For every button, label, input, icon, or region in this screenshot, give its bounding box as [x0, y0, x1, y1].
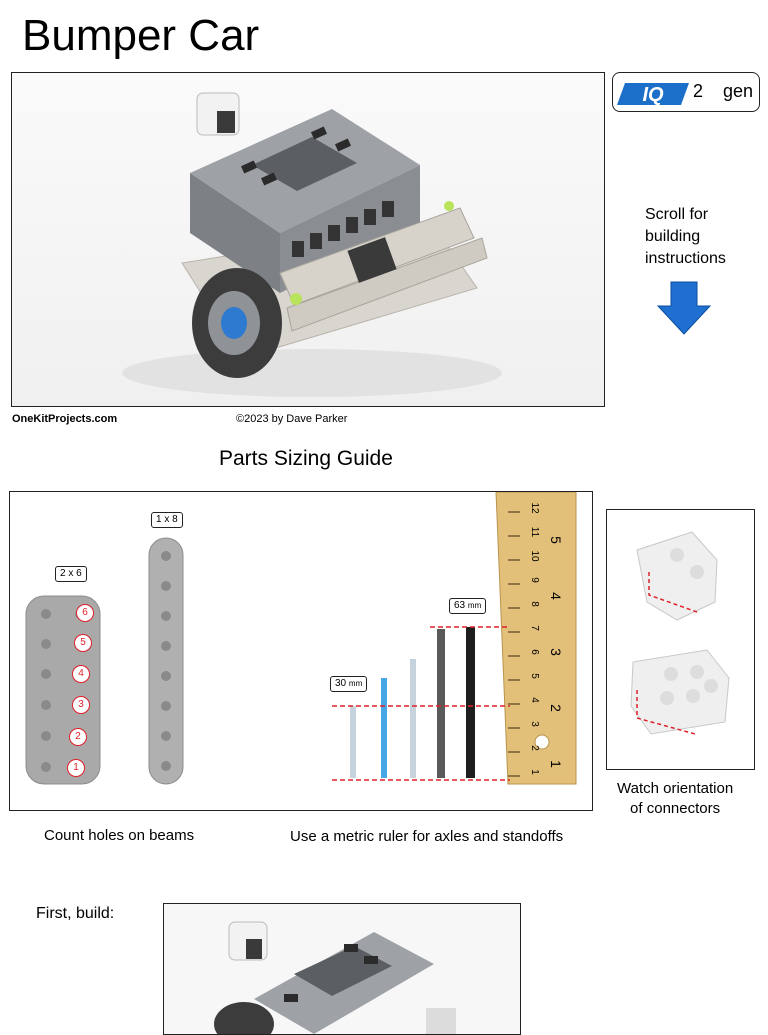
hole-number: 4 [72, 665, 90, 683]
first-build-label: First, build: [36, 905, 115, 922]
axle-63-value: 63 [454, 600, 466, 611]
axle-63-unit: mm [467, 601, 482, 610]
axle-63-tag: 63 mm [449, 598, 487, 614]
ruler-inch: 2 [548, 704, 564, 712]
ruler-caption: Use a metric ruler for axles and standof… [290, 828, 564, 845]
connectors-caption: Watch orientation of connectors [617, 779, 733, 819]
hole-number-labels: 1 [67, 759, 85, 777]
vex-iq-logo: IQ [617, 83, 689, 106]
hole-number-labels: 6 [76, 604, 94, 622]
beam-1x8-tag: 1 x 8 [151, 512, 183, 528]
ruler-number: 7 [529, 625, 540, 631]
badge-gen-label: gen [723, 81, 754, 101]
connectors-photo [606, 509, 755, 770]
ruler-inch: 3 [548, 648, 564, 656]
page-title: Bumper Car [22, 11, 260, 60]
hole-number-labels: 3 [72, 696, 90, 714]
badge-generation: 2 [693, 81, 704, 101]
scroll-hint-line: Scroll for [645, 206, 709, 223]
connectors-caption-line: Watch orientation [617, 780, 734, 797]
axle-30-value: 30 [335, 678, 347, 689]
scroll-hint-line: instructions [645, 250, 726, 267]
section-title: Parts Sizing Guide [219, 447, 393, 470]
hole-number: 2 [69, 728, 87, 746]
hole-number: 5 [74, 634, 92, 652]
hole-number-labels: 5 [74, 634, 92, 652]
robot-photo [11, 72, 605, 407]
hole-number-labels: 4 [72, 665, 90, 683]
hole-number-labels: 2 [69, 728, 87, 746]
iq-gen-badge: IQ 2 gen [612, 72, 760, 112]
beam-2x6-tag: 2 x 6 [55, 566, 87, 582]
axle-30-tag: 30 mm [330, 676, 368, 692]
ruler-number: 12 [529, 502, 540, 514]
first-build-photo [163, 903, 521, 1035]
parts-sizing-panel: 6 5 4 3 2 1 2 x 6 1 x 8 30 mm 63 mm 12 1… [9, 491, 593, 811]
hole-number: 3 [72, 696, 90, 714]
badge-logo-text: IQ [642, 84, 664, 106]
axle-30-unit: mm [348, 679, 363, 688]
connectors-caption-line: of connectors [630, 800, 721, 817]
beams-caption: Count holes on beams [44, 827, 195, 844]
ruler-number: 5 [529, 673, 540, 679]
scroll-hint: Scroll for building instructions [645, 204, 726, 270]
ruler-inch: 1 [548, 760, 564, 768]
copyright: ©2023 by Dave Parker [236, 413, 348, 425]
hole-number: 1 [67, 759, 85, 777]
ruler-inch: 4 [548, 592, 564, 600]
hole-number: 6 [76, 604, 94, 622]
down-arrow-icon [656, 281, 712, 335]
parts-illustration [25, 492, 577, 785]
site-credit: OneKitProjects.com [12, 413, 118, 425]
ruler-inch: 5 [548, 536, 564, 544]
scroll-hint-line: building [645, 228, 701, 245]
ruler-inch-numbers: 5 4 3 2 1 [546, 512, 566, 792]
